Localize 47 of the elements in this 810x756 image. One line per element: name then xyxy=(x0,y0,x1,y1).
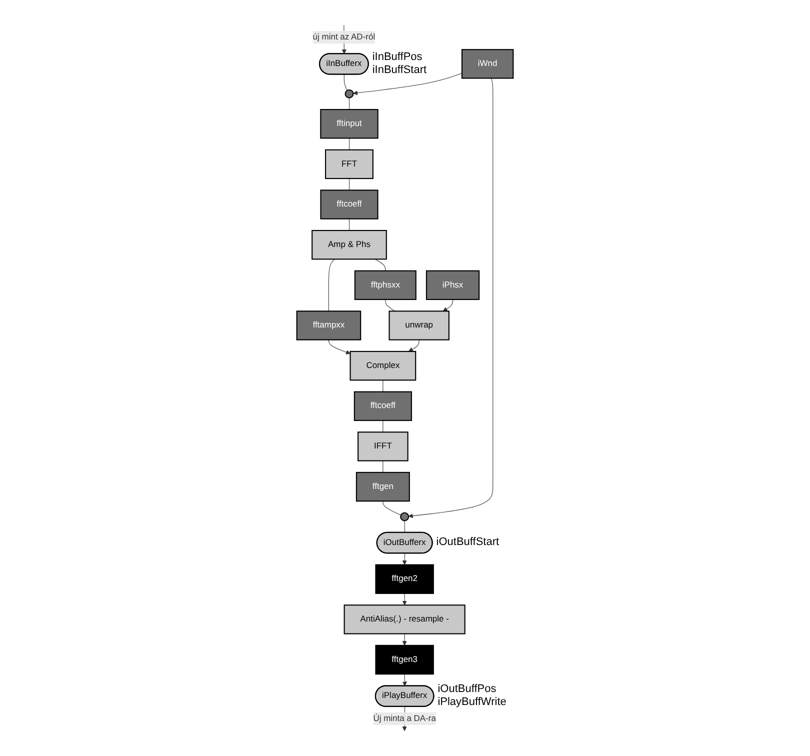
connector xyxy=(348,218,350,231)
arrow xyxy=(328,340,350,354)
connector xyxy=(385,299,396,312)
connector xyxy=(382,500,402,516)
connector xyxy=(382,460,384,473)
arrow xyxy=(402,633,407,646)
node-box: fftphsxx xyxy=(354,270,416,300)
connector xyxy=(348,178,350,190)
node-box: fftinput xyxy=(320,109,378,139)
arrow xyxy=(408,340,420,352)
connector xyxy=(348,98,350,110)
node-box: iWnd xyxy=(461,49,514,79)
buffer-pointer-label: iOutBuffPos xyxy=(438,683,496,696)
node-box: AntiAlias(.) - resample - xyxy=(344,604,466,634)
node-box: FFT xyxy=(325,149,374,180)
connector xyxy=(344,74,348,91)
buffer-pointer-label: iOutBuffStart xyxy=(436,536,500,550)
node-box: fftampxx xyxy=(296,310,362,340)
buffer-pointer-label: iInBuffPos xyxy=(372,50,422,64)
node-box: fftgen xyxy=(356,472,410,502)
edge-label: Új minta a DA-ra xyxy=(373,714,436,723)
arrow xyxy=(402,553,407,565)
arrow xyxy=(402,593,407,606)
arrow xyxy=(442,299,454,312)
node-box: Amp & Phs xyxy=(312,230,387,260)
connector xyxy=(404,520,406,533)
node-circle xyxy=(400,512,410,522)
node-box: Complex xyxy=(350,350,416,381)
node-box: fftcoeff xyxy=(354,391,412,421)
arrow xyxy=(402,674,407,686)
buffer-pointer-label: iPlayBuffWrite xyxy=(438,696,506,710)
connector xyxy=(382,420,384,432)
buffer-pointer-label: iInBuffStart xyxy=(372,64,427,77)
arrow xyxy=(353,72,462,96)
node-box: iPhsx xyxy=(426,270,480,300)
node-box: fftcoeff xyxy=(320,190,378,220)
node-circle xyxy=(344,89,354,98)
connector xyxy=(374,258,386,272)
edge-label: új mint az AD-ról xyxy=(312,32,376,42)
node-box: fftgen3 xyxy=(375,644,434,675)
node-box: unwrap xyxy=(388,310,450,340)
connector xyxy=(382,380,384,392)
node-box: IFFT xyxy=(358,432,408,462)
arrow xyxy=(408,78,494,518)
connector xyxy=(328,258,335,312)
connector xyxy=(348,138,350,150)
node-box: fftgen2 xyxy=(375,564,434,594)
